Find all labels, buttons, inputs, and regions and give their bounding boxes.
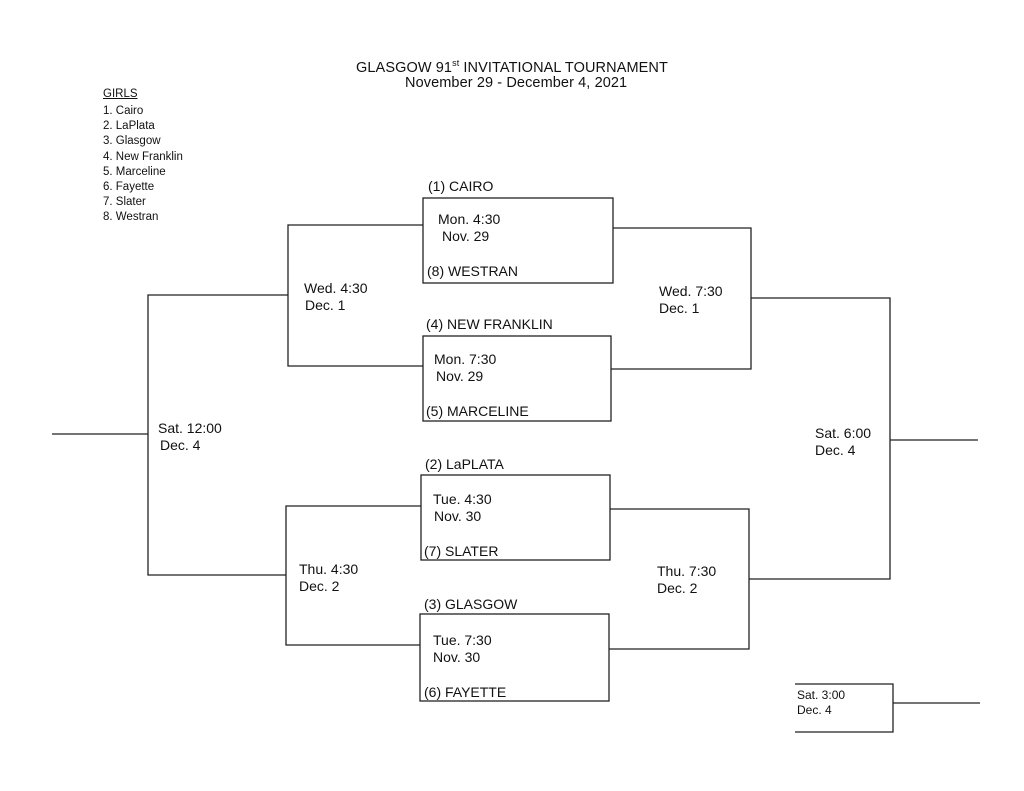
- game-date: Dec. 1: [659, 300, 700, 316]
- game-time-g3: Tue. 4:30 Nov. 30: [433, 491, 492, 525]
- team-marceline: (5) MARCELINE: [426, 403, 529, 419]
- seed-list-heading: GIRLS: [103, 88, 138, 100]
- team-new-franklin: (4) NEW FRANKLIN: [426, 316, 553, 332]
- game-date: Dec. 4: [160, 437, 201, 453]
- line-final: [749, 297, 891, 580]
- seed-item: 3. Glasgow: [103, 135, 161, 148]
- team-laplata: (2) LaPLATA: [425, 456, 504, 472]
- game-time-g1: Mon. 4:30 Nov. 29: [438, 211, 500, 245]
- game-day: Wed. 4:30: [304, 280, 368, 296]
- line-cons-final: [147, 294, 288, 576]
- game-time-third-place: Sat. 3:00 Dec. 4: [797, 688, 845, 718]
- game-day: Sat. 6:00: [815, 425, 872, 441]
- game-day: Thu. 7:30: [657, 563, 717, 579]
- line-third-place: [795, 683, 894, 733]
- team-glasgow: (3) GLASGOW: [424, 596, 518, 612]
- team-cairo: (1) CAIRO: [428, 178, 494, 194]
- seed-item: 5. Marceline: [103, 165, 166, 178]
- game-day: Thu. 4:30: [299, 561, 359, 577]
- game-date: Dec. 1: [305, 297, 346, 313]
- game-time-cons-final: Sat. 12:00 Dec. 4: [158, 420, 222, 454]
- game-time-semi-bottom: Thu. 7:30 Dec. 2: [657, 563, 716, 597]
- game-day: Wed. 7:30: [659, 283, 723, 299]
- team-slater: (7) SLATER: [424, 543, 499, 559]
- game-date: Nov. 30: [434, 508, 482, 524]
- game-box-newfranklin-marceline: [422, 335, 612, 422]
- game-time-g2: Mon. 7:30 Nov. 29: [434, 351, 496, 385]
- game-box-glasgow-fayette: [419, 613, 610, 702]
- game-date: Dec. 4: [815, 442, 856, 458]
- game-day: Sat. 3:00: [797, 688, 846, 702]
- team-westran: (8) WESTRAN: [427, 263, 518, 279]
- game-day: Sat. 12:00: [158, 420, 222, 436]
- game-date: Nov. 29: [436, 368, 484, 384]
- tournament-dates: November 29 - December 4, 2021: [405, 75, 628, 91]
- game-time-cons-semi-bottom: Thu. 4:30 Dec. 2: [299, 561, 358, 595]
- title-suffix: INVITATIONAL TOURNAMENT: [459, 59, 668, 76]
- game-box-cairo-westran: [422, 197, 614, 284]
- seed-list: 1. Cairo 2. LaPlata 3. Glasgow 4. New Fr…: [103, 104, 183, 226]
- seed-item: 8. Westran: [103, 211, 159, 224]
- game-date: Dec. 2: [299, 578, 340, 594]
- tournament-title: GLASGOW 91st INVITATIONAL TOURNAMENT: [356, 58, 668, 76]
- game-time-cons-semi-top: Wed. 4:30 Dec. 1: [304, 280, 368, 314]
- team-fayette: (6) FAYETTE: [424, 684, 507, 700]
- game-time-semi-top: Wed. 7:30 Dec. 1: [659, 283, 723, 317]
- game-day: Mon. 4:30: [438, 211, 501, 227]
- title-superscript: st: [452, 58, 460, 68]
- title-prefix: GLASGOW 91: [356, 59, 453, 76]
- game-date: Dec. 2: [657, 580, 698, 596]
- game-day: Tue. 7:30: [433, 632, 492, 648]
- game-day: Tue. 4:30: [433, 491, 492, 507]
- seed-item: 1. Cairo: [103, 105, 144, 117]
- seed-item: 2. LaPlata: [103, 120, 155, 133]
- game-date: Nov. 29: [442, 228, 490, 244]
- game-date: Nov. 30: [433, 649, 481, 665]
- game-time-final: Sat. 6:00 Dec. 4: [815, 425, 871, 459]
- game-day: Mon. 7:30: [434, 351, 497, 367]
- seed-item: 7. Slater: [103, 196, 146, 209]
- seed-item: 6. Fayette: [103, 181, 155, 194]
- game-time-g4: Tue. 7:30 Nov. 30: [433, 632, 492, 666]
- game-box-laplata-slater: [420, 474, 611, 561]
- seed-item: 4. New Franklin: [103, 150, 183, 163]
- game-date: Dec. 4: [797, 703, 832, 717]
